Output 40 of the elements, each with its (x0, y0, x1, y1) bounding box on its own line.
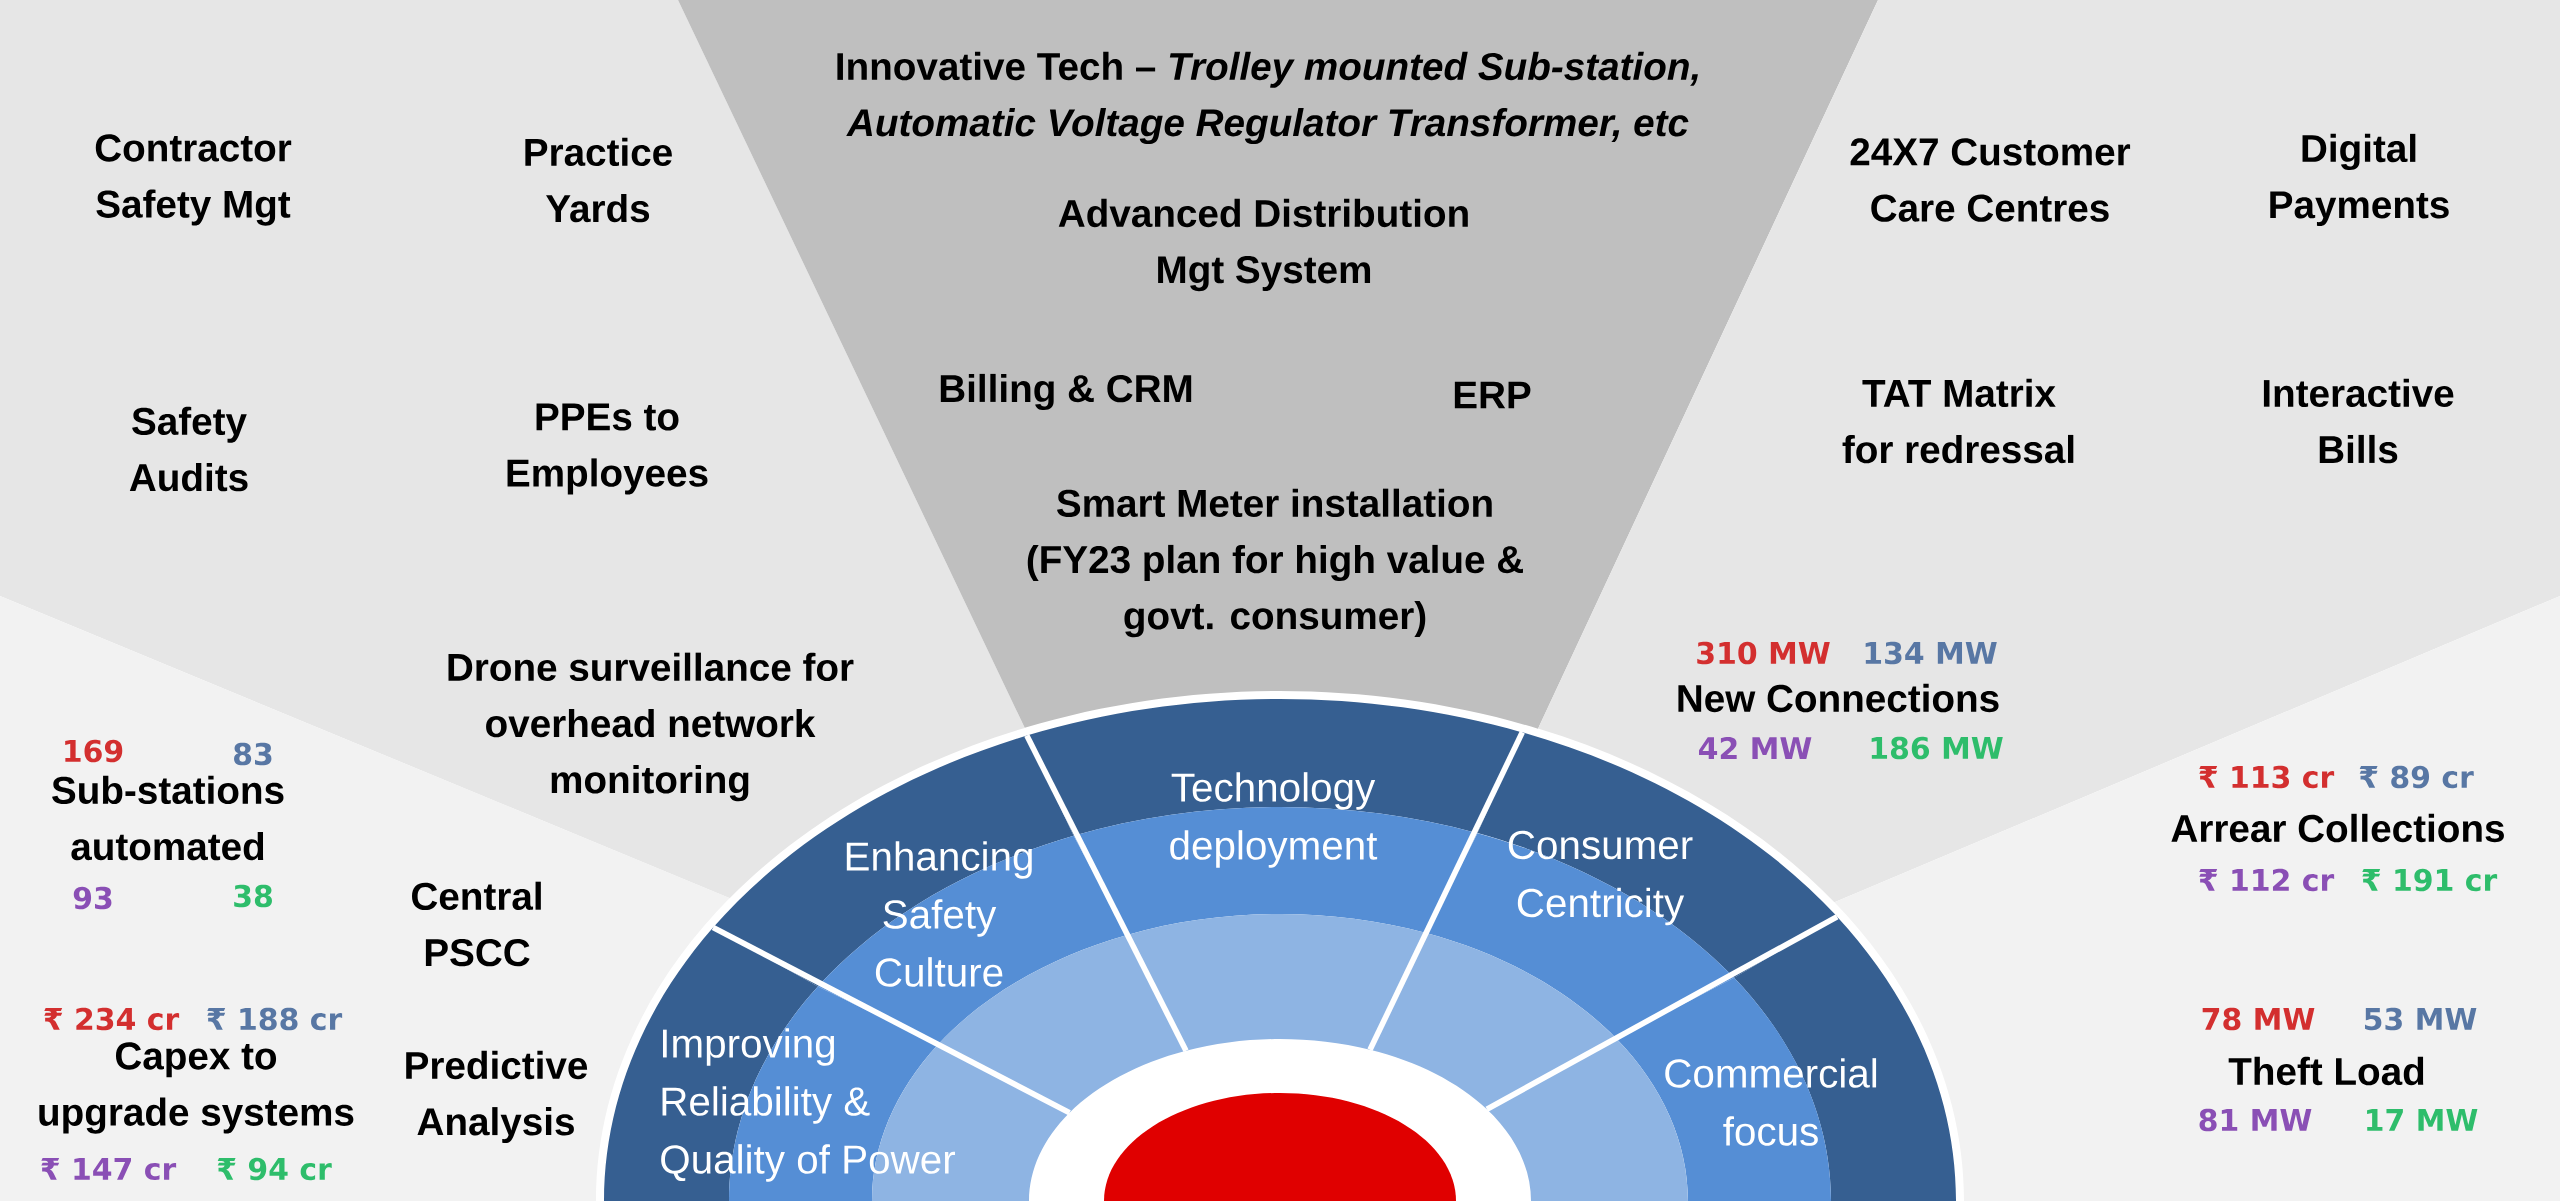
metric-value: 310 MW (1697, 641, 1830, 665)
metric-value: 38 (234, 884, 272, 908)
metric-value: ₹ 147 cr (41, 1157, 177, 1181)
initiative-text: Digital Payments (2270, 133, 2449, 227)
metric-value: ₹ 113 cr (2199, 765, 2335, 789)
metric-value: 78 MW (2202, 1007, 2315, 1031)
metric-value: 42 MW (1699, 736, 1812, 760)
metric-value: ₹ 188 cr (207, 1007, 343, 1031)
initiative-text: PPEs to Employees (507, 403, 708, 495)
metric-label: Capex to upgrade systems (39, 1042, 354, 1134)
initiative-text: Interactive Bills (2263, 378, 2454, 464)
metric-value: 186 MW (1871, 736, 2003, 760)
metric-value: ₹ 191 cr (2362, 868, 2498, 892)
initiative-text: ERP (1454, 381, 1531, 409)
initiative-text: Practice Yards (525, 137, 672, 223)
metric-label: Theft Load (2228, 1056, 2424, 1086)
initiative-text: Innovative Tech – Trolley mounted Sub-station, Automatic Voltage Regulator Transformer, etc (837, 51, 1698, 145)
metric-value: 17 MW (2367, 1109, 2478, 1131)
metric-label: New Connections (1678, 683, 1999, 713)
initiative-text: Contractor Safety Mgt (95, 134, 292, 226)
metric-value: ₹ 234 cr (44, 1007, 180, 1031)
metric-value: 134 MW (1865, 641, 1997, 665)
metric-value: 83 (234, 742, 272, 766)
metric-value: 169 (65, 739, 123, 763)
metric-value: ₹ 112 cr (2199, 868, 2335, 892)
metric-value: ₹ 94 cr (217, 1157, 332, 1181)
initiative-text: Billing & CRM (940, 373, 1192, 411)
metric-value: 93 (73, 886, 112, 910)
initiative-text: Safety Audits (129, 406, 248, 492)
metric-value: 81 MW (2199, 1108, 2312, 1132)
metric-label: Sub-stations automated (52, 775, 284, 861)
initiative-text: Advanced Distribution Mgt System (1058, 198, 1468, 292)
initiative-text: Predictive Analysis (406, 1050, 588, 1144)
metric-label: Arrear Collections (2171, 813, 2504, 843)
initiative-text: 24X7 Customer Care Centres (1850, 138, 2131, 222)
metric-value: 53 MW (2365, 1007, 2477, 1031)
initiative-text: TAT Matrix for redressal (1842, 378, 2074, 464)
initiative-text: Smart Meter installation (FY23 plan for high value & govt. consumer) (1027, 488, 1523, 638)
metric-value: ₹ 89 cr (2359, 765, 2474, 789)
initiative-text: Central PSCC (412, 881, 541, 967)
